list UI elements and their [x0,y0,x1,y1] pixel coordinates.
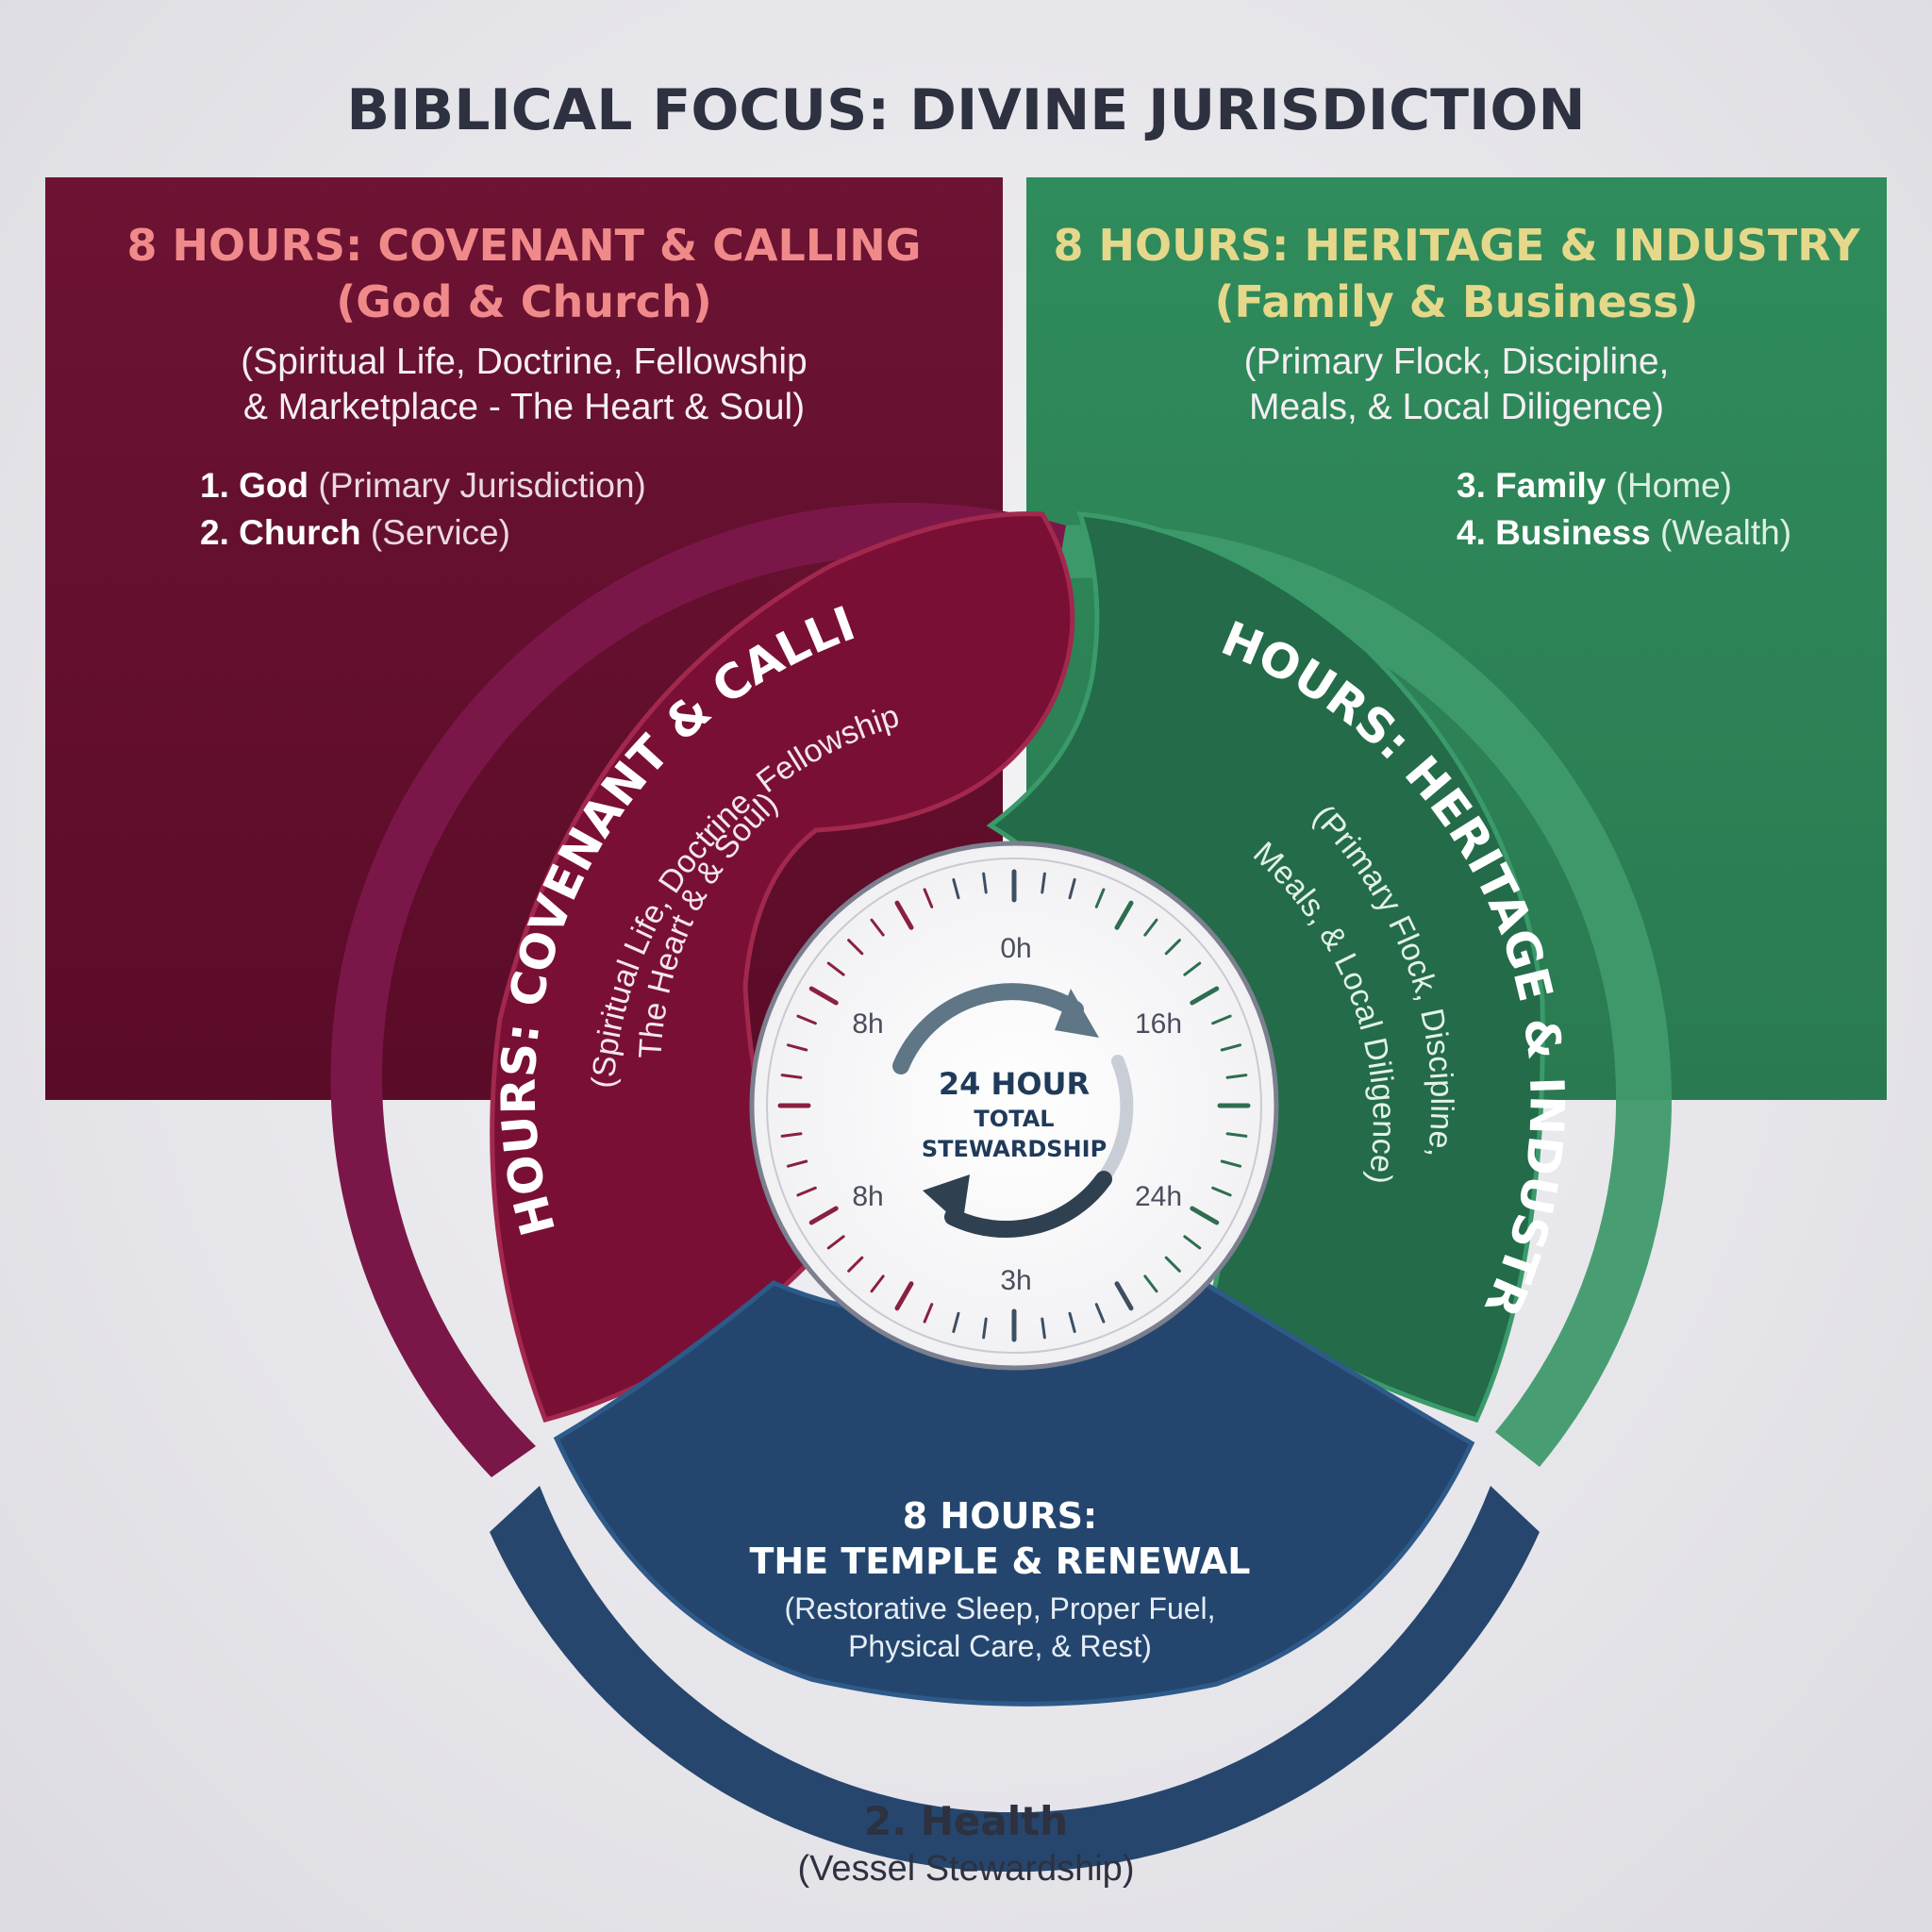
temple-sector [553,1271,1475,1707]
clock-tick [1211,1014,1232,1025]
clock-tick [982,1317,988,1340]
clock-tick [780,1132,803,1138]
clock-tick [1041,1317,1046,1340]
clock-tick [1225,1074,1248,1079]
clock-face [749,841,1279,1371]
clock-tick [796,1014,817,1025]
covenant-panel-desc-1: (Spiritual Life, Doctrine, Fellowship [241,341,808,382]
clock-tick [1094,1303,1106,1324]
clock-tick [1114,1281,1134,1311]
clock-center-line3: STEWARDSHIP [922,1136,1107,1162]
cycle-arrowhead-top [1055,989,1099,1038]
heritage-panel-heading: 8 HOURS: HERITAGE & INDUSTRY [1053,220,1860,271]
cycle-arrow-bottom [944,1171,1112,1238]
clock-tick [796,1186,817,1197]
clock-tick [1114,900,1134,930]
clock-tick [894,1281,914,1311]
clock-tick [1190,1206,1220,1225]
clock-tick [1041,872,1046,894]
clock-tick [1220,1043,1242,1052]
covenant-panel-desc-2: & Marketplace - The Heart & Soul) [242,387,806,427]
cycle-arrowhead-bottom [923,1174,970,1226]
clock-tick [826,1235,845,1250]
clock-tick [1068,877,1076,900]
clock-tick [952,1311,960,1334]
clock-tick [923,1303,934,1324]
heritage-item-family: 3. Family (Home) [1457,466,1732,505]
covenant-item-church: 2. Church (Service) [200,513,510,552]
clock-tick [1164,1256,1181,1273]
clock-tick [870,918,885,937]
clock-tick [1183,961,1202,976]
clock-tick [1211,1186,1232,1197]
clock-tick [826,961,845,976]
clock-tick [847,1256,864,1273]
clock-tick [847,939,864,956]
covenant-item-god: 1. God (Primary Jurisdiction) [200,466,646,505]
clock-tick [780,1074,803,1079]
clock-tick [1143,918,1158,937]
cycle-arrow-top [892,983,1084,1074]
clock-label-8h-top: 8h [852,1008,883,1040]
clock-tick [894,900,914,930]
heritage-panel-desc-1: (Primary Flock, Discipline, [1243,341,1670,382]
temple-title-1: 8 HOURS: [903,1495,1097,1537]
clock-tick [1068,1311,1076,1334]
heritage-item-business: 4. Business (Wealth) [1457,513,1792,552]
clock-label-0h: 0h [1000,933,1031,964]
clock-tick [1220,1159,1242,1168]
clock-center-line2: TOTAL [974,1106,1054,1132]
temple-title-2: THE TEMPLE & RENEWAL [749,1541,1250,1582]
health-heading: 2. Health [863,1798,1069,1844]
clock-tick [808,1206,839,1225]
temple-sub-1: (Restorative Sleep, Proper Fuel, [784,1591,1215,1625]
clock-tick [808,986,839,1006]
temple-outer-ring [490,1486,1540,1873]
clock-tick [1094,888,1106,908]
clock-ticks [777,869,1251,1342]
temple-sub-2: Physical Care, & Rest) [848,1629,1152,1663]
clock-label-8h-bottom: 8h [852,1181,883,1212]
covenant-panel-subheading: (God & Church) [336,276,712,327]
clock-center-line1: 24 HOUR [939,1066,1090,1102]
clock-inner-rim [766,858,1262,1354]
heritage-outer-ring [1057,525,1672,1467]
clock-tick [786,1159,808,1168]
clock-tick [1164,939,1181,956]
clock-label-3h: 3h [1000,1265,1031,1296]
clock-tick [786,1043,808,1052]
heritage-panel-desc-2: Meals, & Local Diligence) [1248,387,1665,427]
page-title: BIBLICAL FOCUS: DIVINE JURISDICTION [346,77,1586,143]
clock-tick [1225,1132,1248,1138]
clock-tick [870,1274,885,1293]
clock-label-24h: 24h [1135,1181,1182,1212]
heritage-panel-subheading: (Family & Business) [1214,276,1699,327]
clock-tick [952,877,960,900]
clock-tick [923,888,934,908]
clock-tick [1183,1235,1202,1250]
covenant-panel-heading: 8 HOURS: COVENANT & CALLING [126,220,922,271]
clock-tick [1190,986,1220,1006]
clock-tick [982,872,988,894]
clock-tick [1143,1274,1158,1293]
clock-label-16h: 16h [1135,1008,1182,1040]
health-subheading: (Vessel Stewardship) [797,1849,1135,1889]
